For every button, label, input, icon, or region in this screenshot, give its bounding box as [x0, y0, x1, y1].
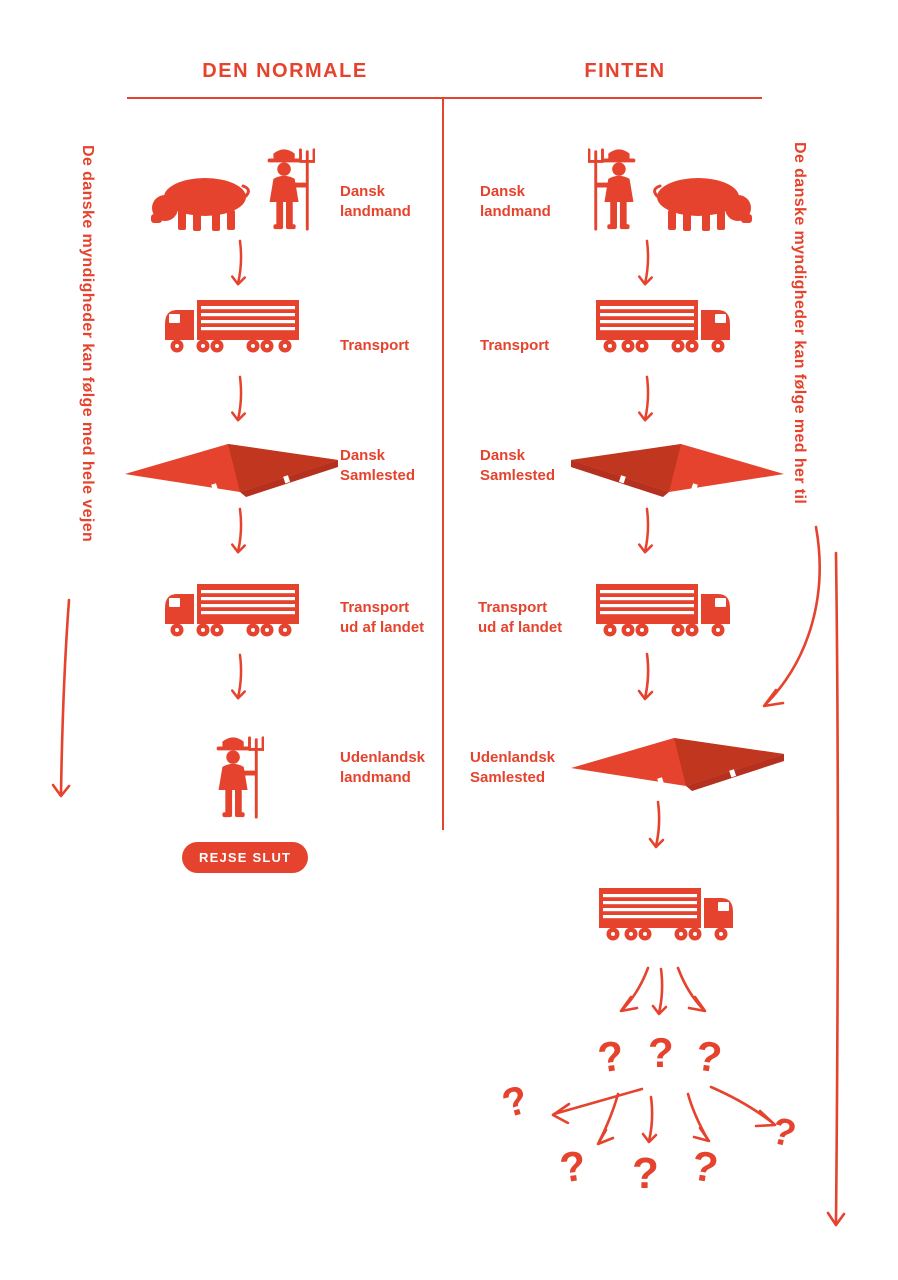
livestock-truck-icon [599, 888, 733, 941]
down-arrow-icon [637, 652, 654, 701]
fan-arrow-icon [619, 966, 650, 1013]
column-divider [442, 97, 444, 830]
question-mark: ? [497, 1077, 534, 1127]
down-arrow-icon [230, 507, 247, 554]
fan-arrow-icon [551, 1087, 644, 1124]
livestock-truck-icon [165, 300, 299, 353]
step-label-transport-ud-af-landet-right: Transport ud af landet [478, 599, 563, 637]
down-arrow-icon [230, 239, 247, 286]
column-header-den-normale: DEN NORMALE [202, 60, 368, 82]
fan-arrow-icon [641, 1095, 658, 1144]
pig-icon [653, 176, 754, 233]
step-label-udenlandsk-samlested: Udenlandsk Samlested [470, 749, 556, 787]
fan-arrow-icon [709, 1085, 777, 1128]
long-timeline-arrow-right-icon [826, 551, 846, 1227]
farmer-icon [215, 735, 264, 819]
step-label-dansk-landmand-left: Dansk landmand [340, 183, 411, 221]
step-label-transport-left: Transport [340, 337, 410, 354]
fan-arrow-icon [596, 1092, 620, 1146]
farmer-icon [588, 147, 637, 231]
step-label-transport-right: Transport [480, 337, 550, 354]
fan-arrow-icon [686, 1092, 711, 1143]
livestock-truck-icon [165, 584, 299, 637]
livestock-truck-icon [596, 584, 730, 637]
collection-point-icon [125, 444, 338, 497]
down-arrow-icon [648, 800, 665, 849]
fan-arrow-icon [651, 967, 668, 1016]
side-note-right: De danske myndigheder kan følge med her … [791, 142, 808, 505]
step-label-udenlandsk-landmand: Udenlandsk landmand [340, 749, 426, 787]
step-label-dansk-landmand-right: Dansk landmand [480, 183, 551, 221]
fan-arrow-icon [676, 966, 707, 1013]
question-mark: ? [556, 1141, 589, 1192]
farmer-icon [266, 147, 315, 231]
pig-icon [149, 176, 250, 233]
curved-arrow-to-udenlandsk-samlested-icon [762, 525, 821, 708]
collection-point-icon [571, 444, 784, 497]
down-arrow-icon [230, 653, 247, 700]
livestock-truck-icon [596, 300, 730, 353]
question-mark: ? [692, 1031, 725, 1082]
header-rule [127, 97, 762, 99]
long-timeline-arrow-left-icon [51, 598, 71, 798]
question-mark: ? [648, 1029, 674, 1076]
down-arrow-icon [230, 375, 247, 422]
question-mark: ? [632, 1149, 659, 1198]
side-note-left: De danske myndigheder kan følge med hele… [79, 145, 96, 543]
down-arrow-icon [637, 239, 654, 286]
down-arrow-icon [637, 507, 654, 554]
column-header-finten: FINTEN [584, 60, 666, 82]
step-label-transport-ud-af-landet-left: Transport ud af landet [340, 599, 425, 637]
journey-end-badge: REJSE SLUT [182, 842, 309, 873]
step-label-dansk-samlested-left: Dansk Samlested [340, 447, 416, 485]
step-icon-farmer-and-pig [588, 142, 755, 234]
collection-point-icon [571, 738, 784, 791]
step-label-dansk-samlested-right: Dansk Samlested [480, 447, 556, 485]
step-icon-pig-and-farmer [148, 142, 315, 234]
down-arrow-icon [637, 375, 654, 422]
question-mark: ? [688, 1141, 722, 1192]
question-mark: ? [594, 1031, 627, 1082]
